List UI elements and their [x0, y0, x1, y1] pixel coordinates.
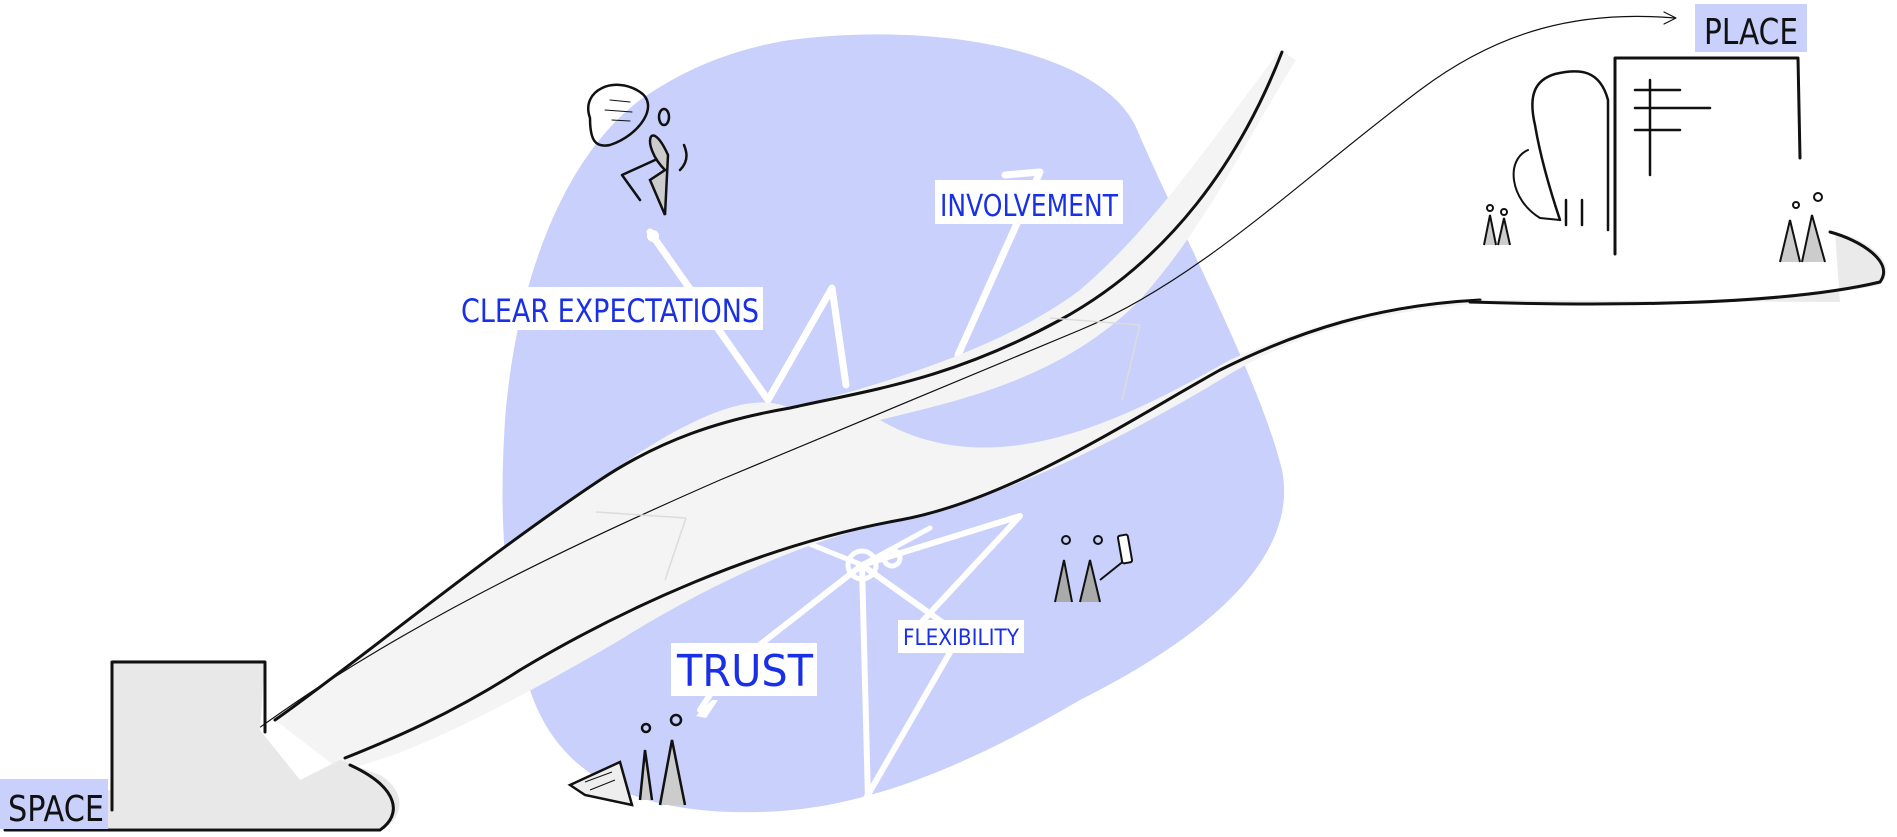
figures-with-map [567, 713, 687, 807]
new-building [1512, 56, 1802, 256]
factor-text-clear-expectations: CLEAR EXPECTATIONS [461, 292, 759, 330]
factor-label-clear-expectations: CLEAR EXPECTATIONS [457, 287, 763, 330]
start-tag: SPACE [0, 779, 108, 830]
figure-with-speech-bubble [587, 83, 688, 216]
road-path [159, 11, 1677, 793]
factor-text-flexibility: FLEXIBILITY [903, 626, 1020, 651]
background-blob [502, 34, 1285, 813]
end-tag: PLACE [1695, 4, 1807, 53]
end-label: PLACE [1704, 12, 1798, 53]
factor-label-flexibility: FLEXIBILITY [898, 620, 1024, 653]
figures-near-place-right [1779, 192, 1826, 263]
factor-label-trust: TRUST [671, 643, 817, 697]
place-platform [1468, 56, 1887, 306]
factor-label-involvement: INVOLVEMENT [935, 180, 1123, 224]
factor-text-involvement: INVOLVEMENT [940, 189, 1119, 224]
figures-near-place-left [1483, 204, 1511, 246]
factor-text-trust: TRUST [676, 646, 813, 697]
start-label: SPACE [8, 789, 104, 830]
figures-with-camera [1054, 533, 1134, 603]
space-platform [3, 660, 400, 832]
